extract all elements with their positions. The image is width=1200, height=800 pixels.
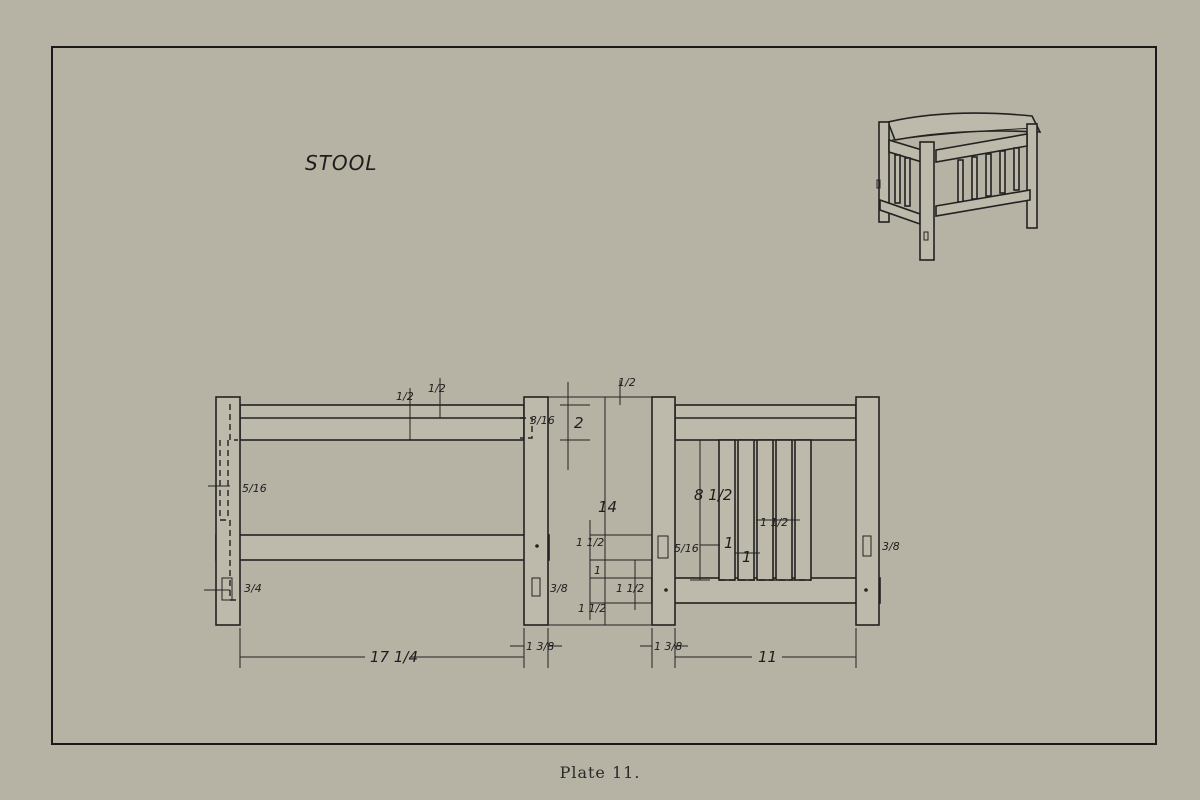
dim-fourteen: 14 bbox=[598, 498, 617, 516]
dim-three-quarters: 3/4 bbox=[244, 582, 262, 595]
dim-one-b: 1 bbox=[742, 548, 752, 566]
dim-one: 1 bbox=[594, 564, 601, 577]
dim-one-half-d: 1 1/2 bbox=[760, 516, 788, 529]
dim-three-sixteenths: 3/16 bbox=[530, 414, 555, 427]
dim-five-sixteenths-left: 5/16 bbox=[242, 482, 267, 495]
side-elevation bbox=[215, 396, 550, 626]
dim-one-half-a: 1 1/2 bbox=[576, 536, 604, 549]
section-dimension-lines bbox=[204, 378, 857, 668]
dim-half-b: 1/2 bbox=[428, 382, 446, 395]
dim-five-sixteenths-mid: 5/16 bbox=[674, 542, 699, 555]
dim-three-eighths-b: 3/8 bbox=[882, 540, 900, 553]
dim-one-half-b: 1 1/2 bbox=[616, 582, 644, 595]
dim-half-c: 1/2 bbox=[618, 376, 636, 389]
dim-eleven: 11 bbox=[758, 648, 777, 666]
dim-one-three-eighths-a: 1 3/8 bbox=[526, 640, 554, 653]
dim-three-eighths-a: 3/8 bbox=[550, 582, 568, 595]
stool-perspective-sketch bbox=[876, 112, 1042, 261]
dim-one-half-c: 1 1/2 bbox=[578, 602, 606, 615]
plate-border bbox=[51, 46, 1157, 745]
plate-caption: Plate 11. bbox=[559, 763, 641, 782]
dim-half-a: 1/2 bbox=[396, 390, 414, 403]
front-elevation bbox=[651, 396, 881, 626]
dim-eight-half: 8 1/2 bbox=[694, 486, 732, 504]
dim-two: 2 bbox=[574, 414, 584, 432]
dim-one-three-eighths-b: 1 3/8 bbox=[654, 640, 682, 653]
dim-one-a: 1 bbox=[724, 534, 734, 552]
dim-seventeen-quarter: 17 1/4 bbox=[370, 648, 418, 666]
drawing-title: STOOL bbox=[305, 151, 378, 175]
